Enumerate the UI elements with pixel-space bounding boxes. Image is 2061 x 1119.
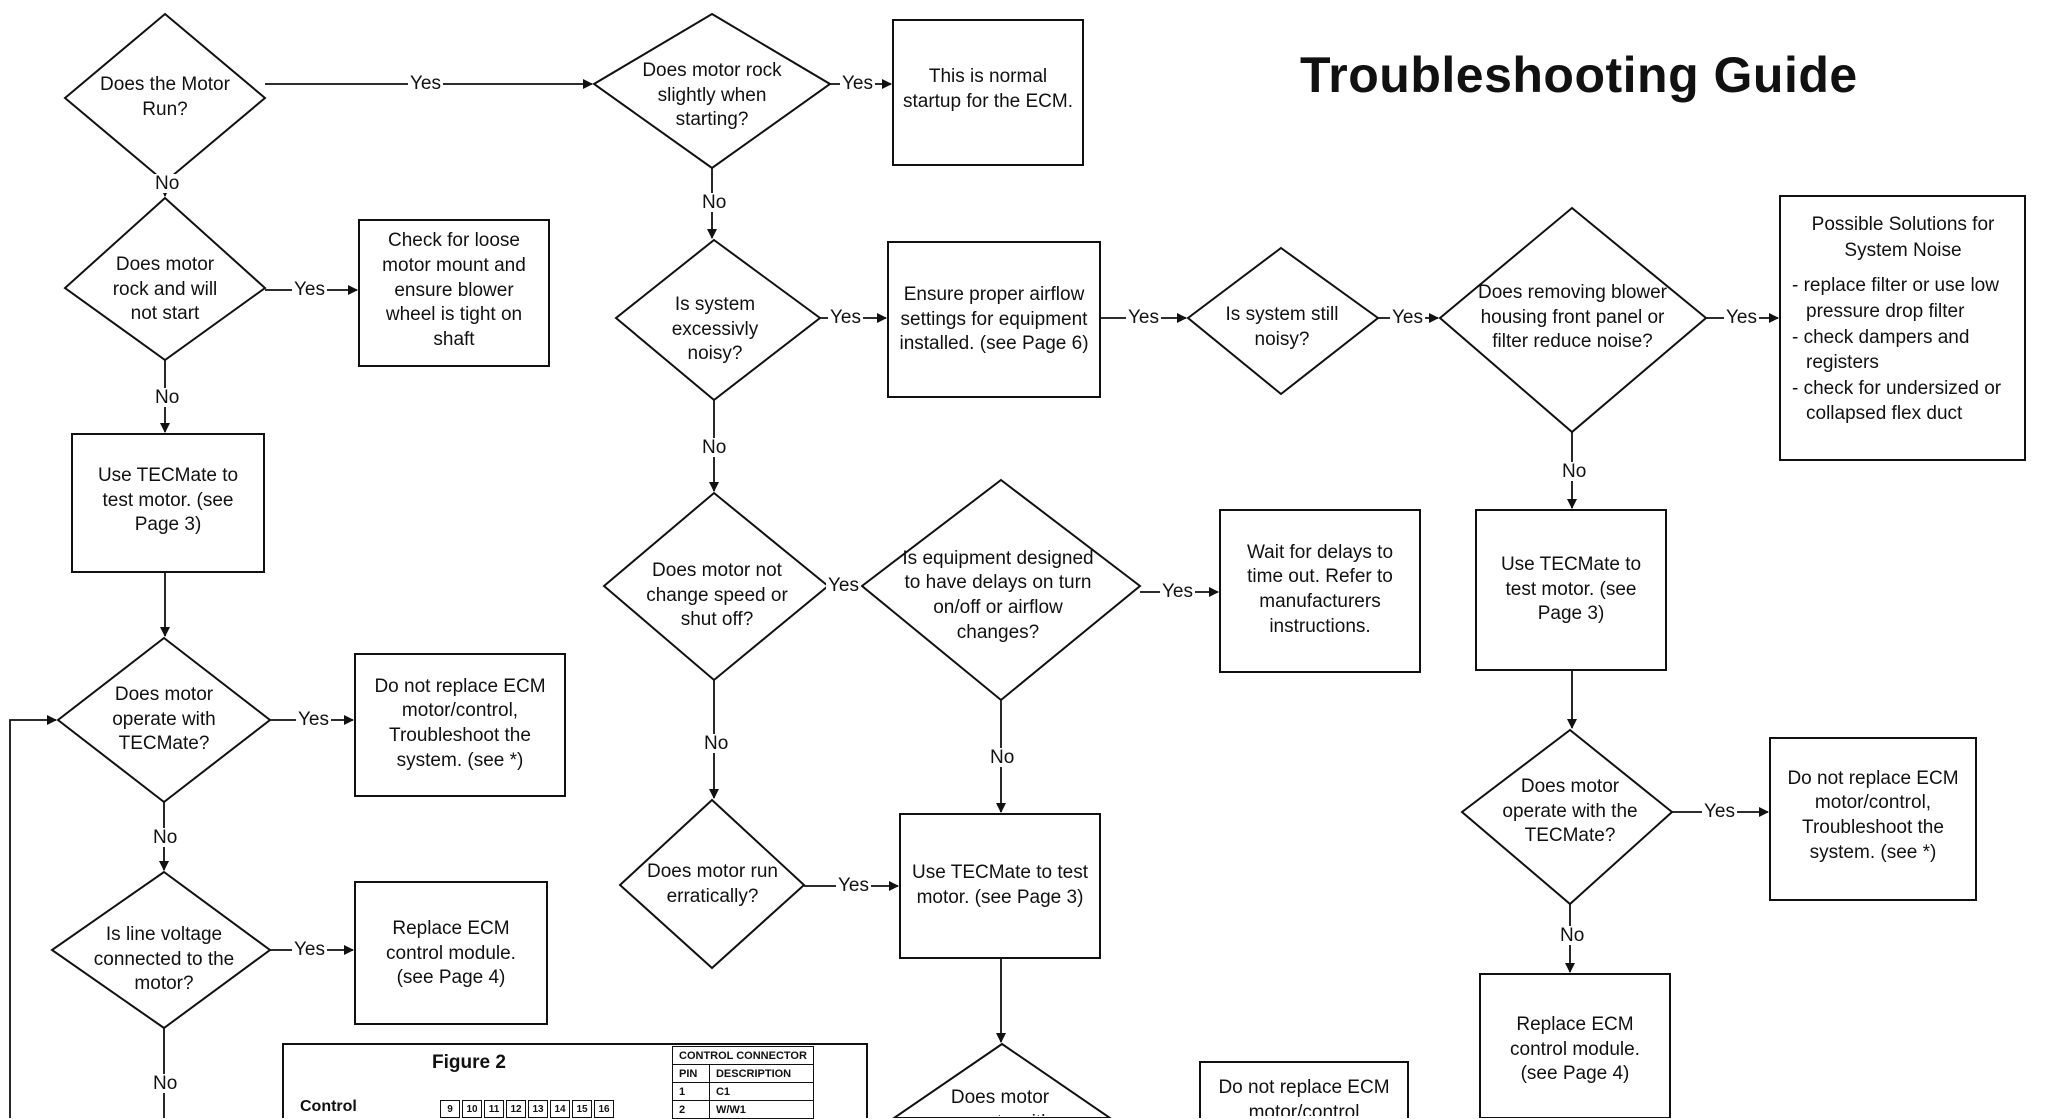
figure2-pin: 16	[594, 1100, 614, 1118]
figure2-pin: 14	[550, 1100, 570, 1118]
box-do-not-replace-left	[354, 653, 566, 797]
edge-label-no: No	[702, 733, 731, 754]
edge-label-no: No	[153, 387, 182, 408]
edge-label-yes: Yes	[292, 279, 327, 300]
box-solutions	[1779, 195, 2026, 461]
edge-label-yes: Yes	[1724, 307, 1759, 328]
box-do-not-replace-right	[1769, 737, 1977, 901]
node-delays: Is equipment designed to have delays on …	[902, 547, 1094, 643]
figure2-pin: 15	[572, 1100, 592, 1118]
edge-label-no: No	[153, 173, 182, 194]
edge-label-yes: Yes	[296, 709, 331, 730]
solutions-heading: Possible Solutions for System Noise	[1811, 214, 1995, 261]
box-replace-ecm-right	[1479, 973, 1671, 1118]
node-do-not-replace-left: Do not replace ECM motor/control, Troubl…	[374, 675, 546, 771]
edge-label-yes: Yes	[408, 73, 443, 94]
node-use-tecmate-mid: Use TECMate to test motor. (see Page 3)	[912, 862, 1088, 908]
box-normal-startup	[892, 19, 1084, 166]
node-still-noisy: Is system still noisy?	[1225, 304, 1339, 350]
connector-col-pin: PIN	[672, 1064, 710, 1083]
edge-label-no: No	[700, 437, 729, 458]
edge-label-yes: Yes	[828, 307, 863, 328]
edge-loop-back	[9, 715, 57, 1118]
connector-desc-cell: W/W1	[708, 1100, 814, 1119]
edge-label-yes: Yes	[1702, 801, 1737, 822]
edge-label-no: No	[1558, 925, 1587, 946]
node-not-change-speed: Does motor not change speed or shut off?	[646, 559, 788, 631]
node-line-voltage: Is line voltage connected to the motor?	[93, 923, 235, 995]
connector-col-desc: DESCRIPTION	[708, 1064, 814, 1083]
figure2-pin: 10	[462, 1100, 482, 1118]
box-do-not-replace-bottom	[1199, 1061, 1409, 1118]
page-title: Troubleshooting Guide	[1300, 47, 1858, 103]
box-replace-ecm-left	[354, 881, 548, 1025]
edge-label-no: No	[988, 747, 1017, 768]
connector-pin-cell: 2	[672, 1100, 710, 1119]
node-replace-ecm-left: Replace ECM control module. (see Page 4)	[386, 917, 516, 989]
box-use-tecmate-mid	[899, 813, 1101, 959]
box-check-mount	[358, 219, 550, 367]
node-normal-startup: This is normal startup for the ECM.	[902, 66, 1073, 112]
connector-table-header: CONTROL CONNECTOR	[672, 1046, 814, 1065]
edge-label-yes: Yes	[1390, 307, 1425, 328]
node-operate-right: Does motor operate with the TECMate?	[1502, 775, 1638, 847]
node-ensure-airflow: Ensure proper airflow settings for equip…	[899, 283, 1089, 355]
node-removing-housing: Does removing blower housing front panel…	[1477, 281, 1668, 353]
node-do-not-replace-right: Do not replace ECM motor/control, Troubl…	[1787, 767, 1959, 863]
node-noisy: Is system excessivly noisy?	[671, 293, 759, 365]
edge-label-no: No	[700, 192, 729, 213]
figure2-pin: 13	[528, 1100, 548, 1118]
box-use-tecmate-1	[71, 433, 265, 573]
figure2-pin-row: 9 10 11 12 13 14 15 16	[440, 1100, 614, 1118]
box-ensure-airflow	[887, 241, 1101, 398]
node-replace-ecm-right: Replace ECM control module. (see Page 4)	[1510, 1013, 1640, 1085]
diamond-still-noisy	[1186, 246, 1380, 396]
figure2-control-label: Control	[300, 1098, 357, 1115]
node-operate-left: Does motor operate with TECMate?	[112, 683, 216, 755]
edge-label-yes: Yes	[1126, 307, 1161, 328]
node-run-erratically: Does motor run erratically?	[647, 861, 778, 907]
node-rock-not-start: Does motor rock and will not start	[112, 253, 218, 325]
control-connector-table: CONTROL CONNECTOR PIN DESCRIPTION 1 C1 2…	[672, 1046, 814, 1119]
box-wait-delays	[1219, 509, 1421, 673]
figure2-pin: 9	[440, 1100, 460, 1118]
solution-item: - replace filter or use low pressure dro…	[1792, 275, 1999, 322]
node-use-tecmate-1: Use TECMate to test motor. (see Page 3)	[97, 464, 239, 536]
edge-label-no: No	[151, 1073, 180, 1094]
node-wait-delays: Wait for delays to time out. Refer to ma…	[1246, 541, 1394, 637]
edge-label-yes: Yes	[292, 939, 327, 960]
node-check-mount: Check for loose motor mount and ensure b…	[382, 230, 526, 351]
edge-label-yes: Yes	[1160, 581, 1195, 602]
solution-item: - check for undersized or collapsed flex…	[1792, 377, 2002, 425]
connector-desc-cell: C1	[708, 1082, 814, 1101]
edge-label-yes: Yes	[840, 73, 875, 94]
edge-label-no: No	[1560, 461, 1589, 482]
edge-label-no: No	[151, 827, 180, 848]
node-motor-run: Does the Motor Run?	[100, 74, 230, 120]
figure2-pin: 11	[484, 1100, 504, 1118]
box-use-tecmate-right	[1475, 509, 1667, 671]
edge-label-yes: Yes	[826, 575, 861, 596]
diamond-run-erratically	[618, 798, 806, 970]
diamond-operate-bottom	[892, 1042, 1112, 1118]
figure2-title: Figure 2	[432, 1052, 506, 1073]
edge-label-yes: Yes	[836, 875, 871, 896]
node-rock-slightly: Does motor rock slightly when starting?	[642, 59, 782, 131]
node-operate-bottom: Does motor operate with	[948, 1087, 1052, 1116]
figure2-pin: 12	[506, 1100, 526, 1118]
noise-solutions: Possible Solutions for System Noise - re…	[1782, 206, 2024, 456]
solution-item: - check dampers and registers	[1792, 326, 1970, 374]
node-use-tecmate-right: Use TECMate to test motor. (see Page 3)	[1500, 553, 1642, 625]
node-do-not-replace-bottom: Do not replace ECM motor/control	[1218, 1077, 1390, 1116]
connector-pin-cell: 1	[672, 1082, 710, 1101]
